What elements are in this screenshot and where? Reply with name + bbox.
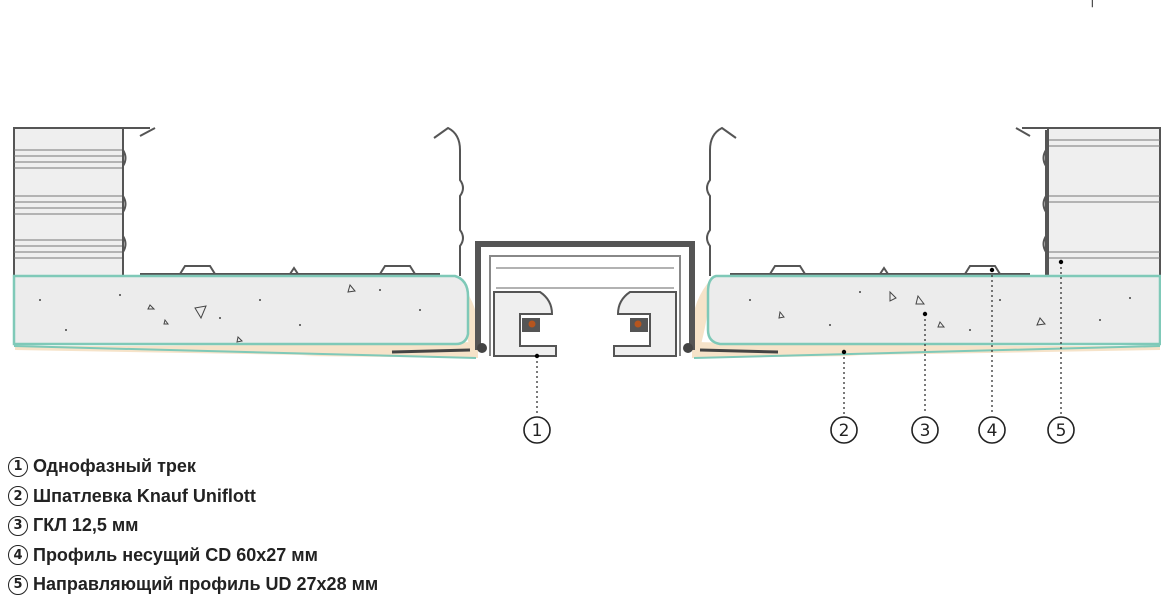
svg-text:1: 1 bbox=[532, 421, 543, 441]
board-texture bbox=[147, 283, 1046, 343]
corner-beads bbox=[391, 348, 779, 354]
cd-profile-left bbox=[122, 126, 464, 276]
gypsum-board-left bbox=[12, 274, 470, 346]
svg-text:3: 3 bbox=[920, 421, 931, 441]
contact-right bbox=[634, 320, 642, 328]
gypsum-board-right bbox=[706, 274, 1161, 346]
corner-mark: | bbox=[1090, 0, 1095, 8]
callout-3: 3 bbox=[911, 416, 939, 444]
callout-1: 1 bbox=[523, 416, 551, 444]
putty-edge-right bbox=[693, 345, 1161, 359]
legend-text: ГКЛ 12,5 мм bbox=[33, 515, 139, 536]
contact-left bbox=[528, 320, 536, 328]
legend-item: 1 Однофазный трек bbox=[8, 452, 378, 482]
legend-number: 3 bbox=[8, 515, 28, 536]
legend-item: 5 Направляющий профиль UD 27x28 мм bbox=[8, 570, 378, 600]
callout-leaders bbox=[536, 262, 1062, 414]
legend-number: 5 bbox=[8, 574, 28, 595]
putty-edge-left bbox=[13, 345, 477, 359]
legend-text: Шпатлевка Knauf Uniflott bbox=[33, 485, 256, 506]
legend-text: Профиль несущий CD 60x27 мм bbox=[33, 544, 318, 565]
svg-text:5: 5 bbox=[1056, 421, 1067, 441]
single-phase-track bbox=[475, 241, 695, 357]
svg-text:4: 4 bbox=[987, 421, 998, 441]
legend-item: 3 ГКЛ 12,5 мм bbox=[8, 511, 378, 541]
legend-item: 2 Шпатлевка Knauf Uniflott bbox=[8, 482, 378, 512]
callout-4: 4 bbox=[978, 416, 1006, 444]
ud-profile-right bbox=[1015, 127, 1161, 277]
legend-item: 4 Профиль несущий CD 60x27 мм bbox=[8, 541, 378, 571]
legend-text: Однофазный трек bbox=[33, 456, 196, 477]
ud-profile-left bbox=[13, 127, 156, 277]
legend-number: 4 bbox=[8, 545, 28, 566]
legend-number: 2 bbox=[8, 486, 28, 507]
legend-number: 1 bbox=[8, 456, 28, 477]
callout-5: 5 bbox=[1047, 416, 1075, 444]
legend: 1 Однофазный трек 2 Шпатлевка Knauf Unif… bbox=[8, 452, 378, 600]
callout-2: 2 bbox=[830, 416, 858, 444]
cd-profile-right bbox=[706, 126, 1047, 276]
legend-text: Направляющий профиль UD 27x28 мм bbox=[33, 574, 379, 595]
svg-text:2: 2 bbox=[839, 421, 850, 441]
